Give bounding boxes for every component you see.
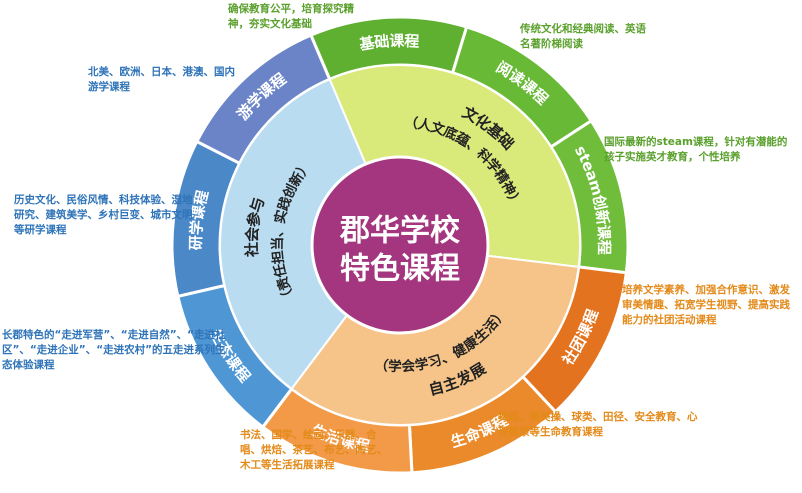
note-shengming: 舞蹈、健美操、球类、田径、安全教育、心理健康等生命教育课程 (498, 411, 698, 438)
note-youxue: 北美、欧洲、日本、港澳、国内游学课程 (88, 66, 235, 93)
note-yuedu: 传统文化和经典阅读、英语名著阶梯阅读 (520, 23, 646, 50)
note-shetuan: 培养文学素养、加强合作意识、激发审美情趣、拓宽学生视野、提高实践能力的社团活动课… (622, 284, 790, 326)
note-shenghuo: 书法、国学、绘画、乐器、合唱、烘焙、茶艺、布艺、陶艺、木工等生活拓展课程 (240, 429, 387, 471)
note-shengtai: 长郡特色的“走进军营”、“走进自然”、“走进社区”、“走进企业”、“走进农村”的… (2, 329, 226, 371)
note-steam: 国际最新的steam课程，针对有潜能的孩子实施英才教育，个性培养 (604, 136, 788, 163)
center-circle (310, 155, 490, 335)
note-yanxue: 历史文化、民俗风情、科技体验、湿地研究、建筑美学、乡村巨变、城市文明等研学课程 (14, 194, 193, 236)
note-jichu: 确保教育公平，培育探究精神，夯实文化基础 (228, 3, 354, 30)
center-title-line1: 郡华学校 (339, 214, 460, 249)
inner-ring (219, 64, 581, 426)
outer-ring (170, 15, 630, 475)
outer-segment-label: 基础课程 (357, 32, 420, 54)
center-title-line2: 特色课程 (340, 252, 460, 287)
